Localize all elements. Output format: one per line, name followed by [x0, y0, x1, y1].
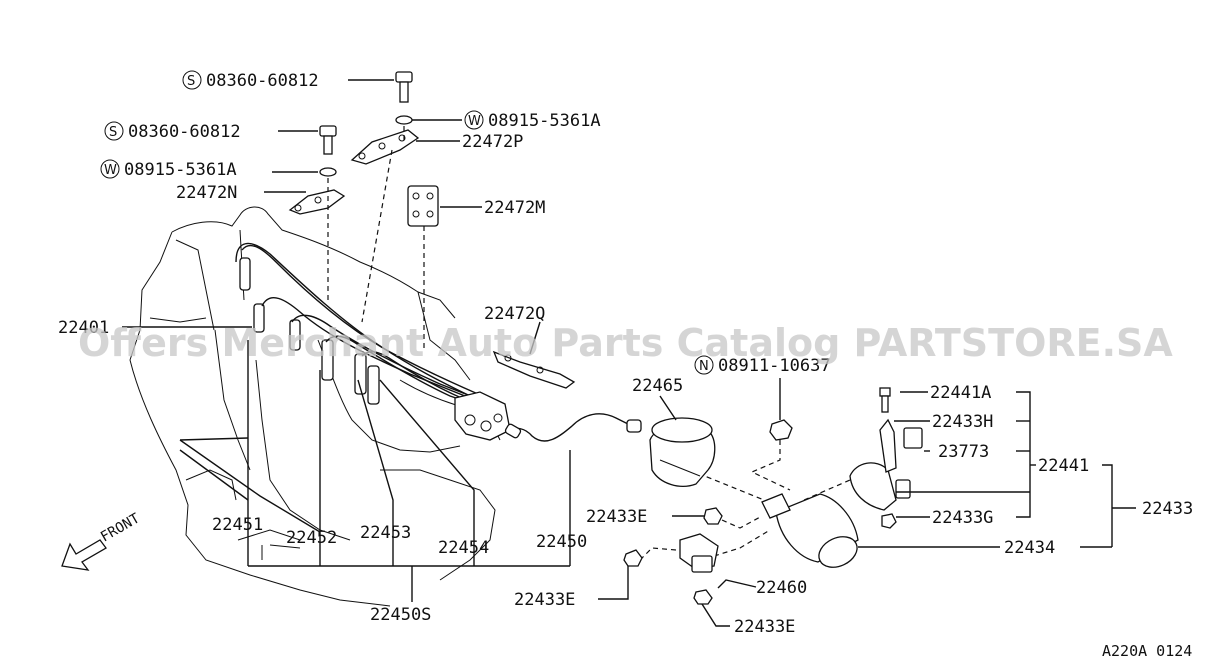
coil-bracket [849, 387, 923, 529]
callout-bracket-h: 22433H [932, 412, 993, 432]
callout-wire2: 22452 [286, 528, 337, 548]
callout-bolt-top: 08360-60812 [206, 71, 319, 91]
clip-22472q [492, 350, 576, 389]
callouts: S 08360-60812 S 08360-60812 W 08915-5361… [58, 70, 1193, 660]
nut-e2 [623, 549, 643, 567]
engine-outline [129, 206, 501, 607]
washer-right-symbol: W [468, 114, 481, 129]
callout-nut-e2: 22433E [514, 590, 575, 610]
callout-clip-m: 22472M [484, 198, 545, 218]
bolt-top [395, 71, 413, 103]
clip-22472m [407, 185, 439, 227]
distributor-cap [649, 417, 716, 487]
coil-wire [511, 413, 633, 442]
clip-22472n [288, 189, 346, 215]
callout-bracket: 22441 [1038, 456, 1089, 476]
callout-wire-coil: 22450 [536, 532, 587, 552]
washer-right [395, 115, 413, 125]
callout-wire4: 22454 [438, 538, 489, 558]
callout-clip-n: 22472N [176, 183, 237, 203]
leader-lines [122, 79, 1136, 627]
callout-nut-e3: 22433E [734, 617, 795, 637]
nut-e1 [703, 507, 723, 525]
bolt-mid [319, 125, 337, 155]
washer-left-symbol: W [104, 163, 117, 178]
clip-22472p [350, 129, 420, 165]
front-arrow-icon [61, 539, 107, 571]
washer-left [319, 167, 337, 177]
ignition-coil [761, 493, 859, 568]
callout-washer-left: 08915-5361A [124, 160, 237, 180]
figure-code: A220A 0124 [1102, 642, 1192, 660]
nut-n-symbol: N [699, 359, 709, 374]
callout-wire3: 22453 [360, 523, 411, 543]
callout-wire1: 22451 [212, 515, 263, 535]
callout-clip-q: 22472Q [484, 304, 545, 324]
bolt-top-symbol: S [187, 74, 195, 89]
callout-resistor: 22460 [756, 578, 807, 598]
callout-coil-asm: 22433 [1142, 499, 1193, 519]
callout-nut-e1: 22433E [586, 507, 647, 527]
resistor [679, 533, 719, 573]
nut-e3 [693, 589, 713, 605]
watermark: Offers Merchant Auto Parts Catalog PARTS… [78, 321, 1173, 365]
callout-clip-p: 22472P [462, 132, 523, 152]
callout-rubber: 23773 [938, 442, 989, 462]
front-label: FRONT [98, 510, 143, 545]
bolt-mid-symbol: S [109, 125, 117, 140]
callout-bolt-mid: 08360-60812 [128, 122, 241, 142]
spark-plug-boots [239, 257, 380, 405]
callout-nut-n: 08911-10637 [718, 356, 831, 376]
callout-nut-g: 22433G [932, 508, 993, 528]
callout-coil: 22434 [1004, 538, 1055, 558]
callout-cap: 22465 [632, 376, 683, 396]
ignition-wires [235, 242, 511, 441]
callout-washer-right: 08915-5361A [488, 111, 601, 131]
callout-bolt-a: 22441A [930, 383, 991, 403]
callout-wire-set: 22450S [370, 605, 431, 625]
nut-08911 [769, 419, 793, 441]
callout-plug: 22401 [58, 318, 109, 338]
